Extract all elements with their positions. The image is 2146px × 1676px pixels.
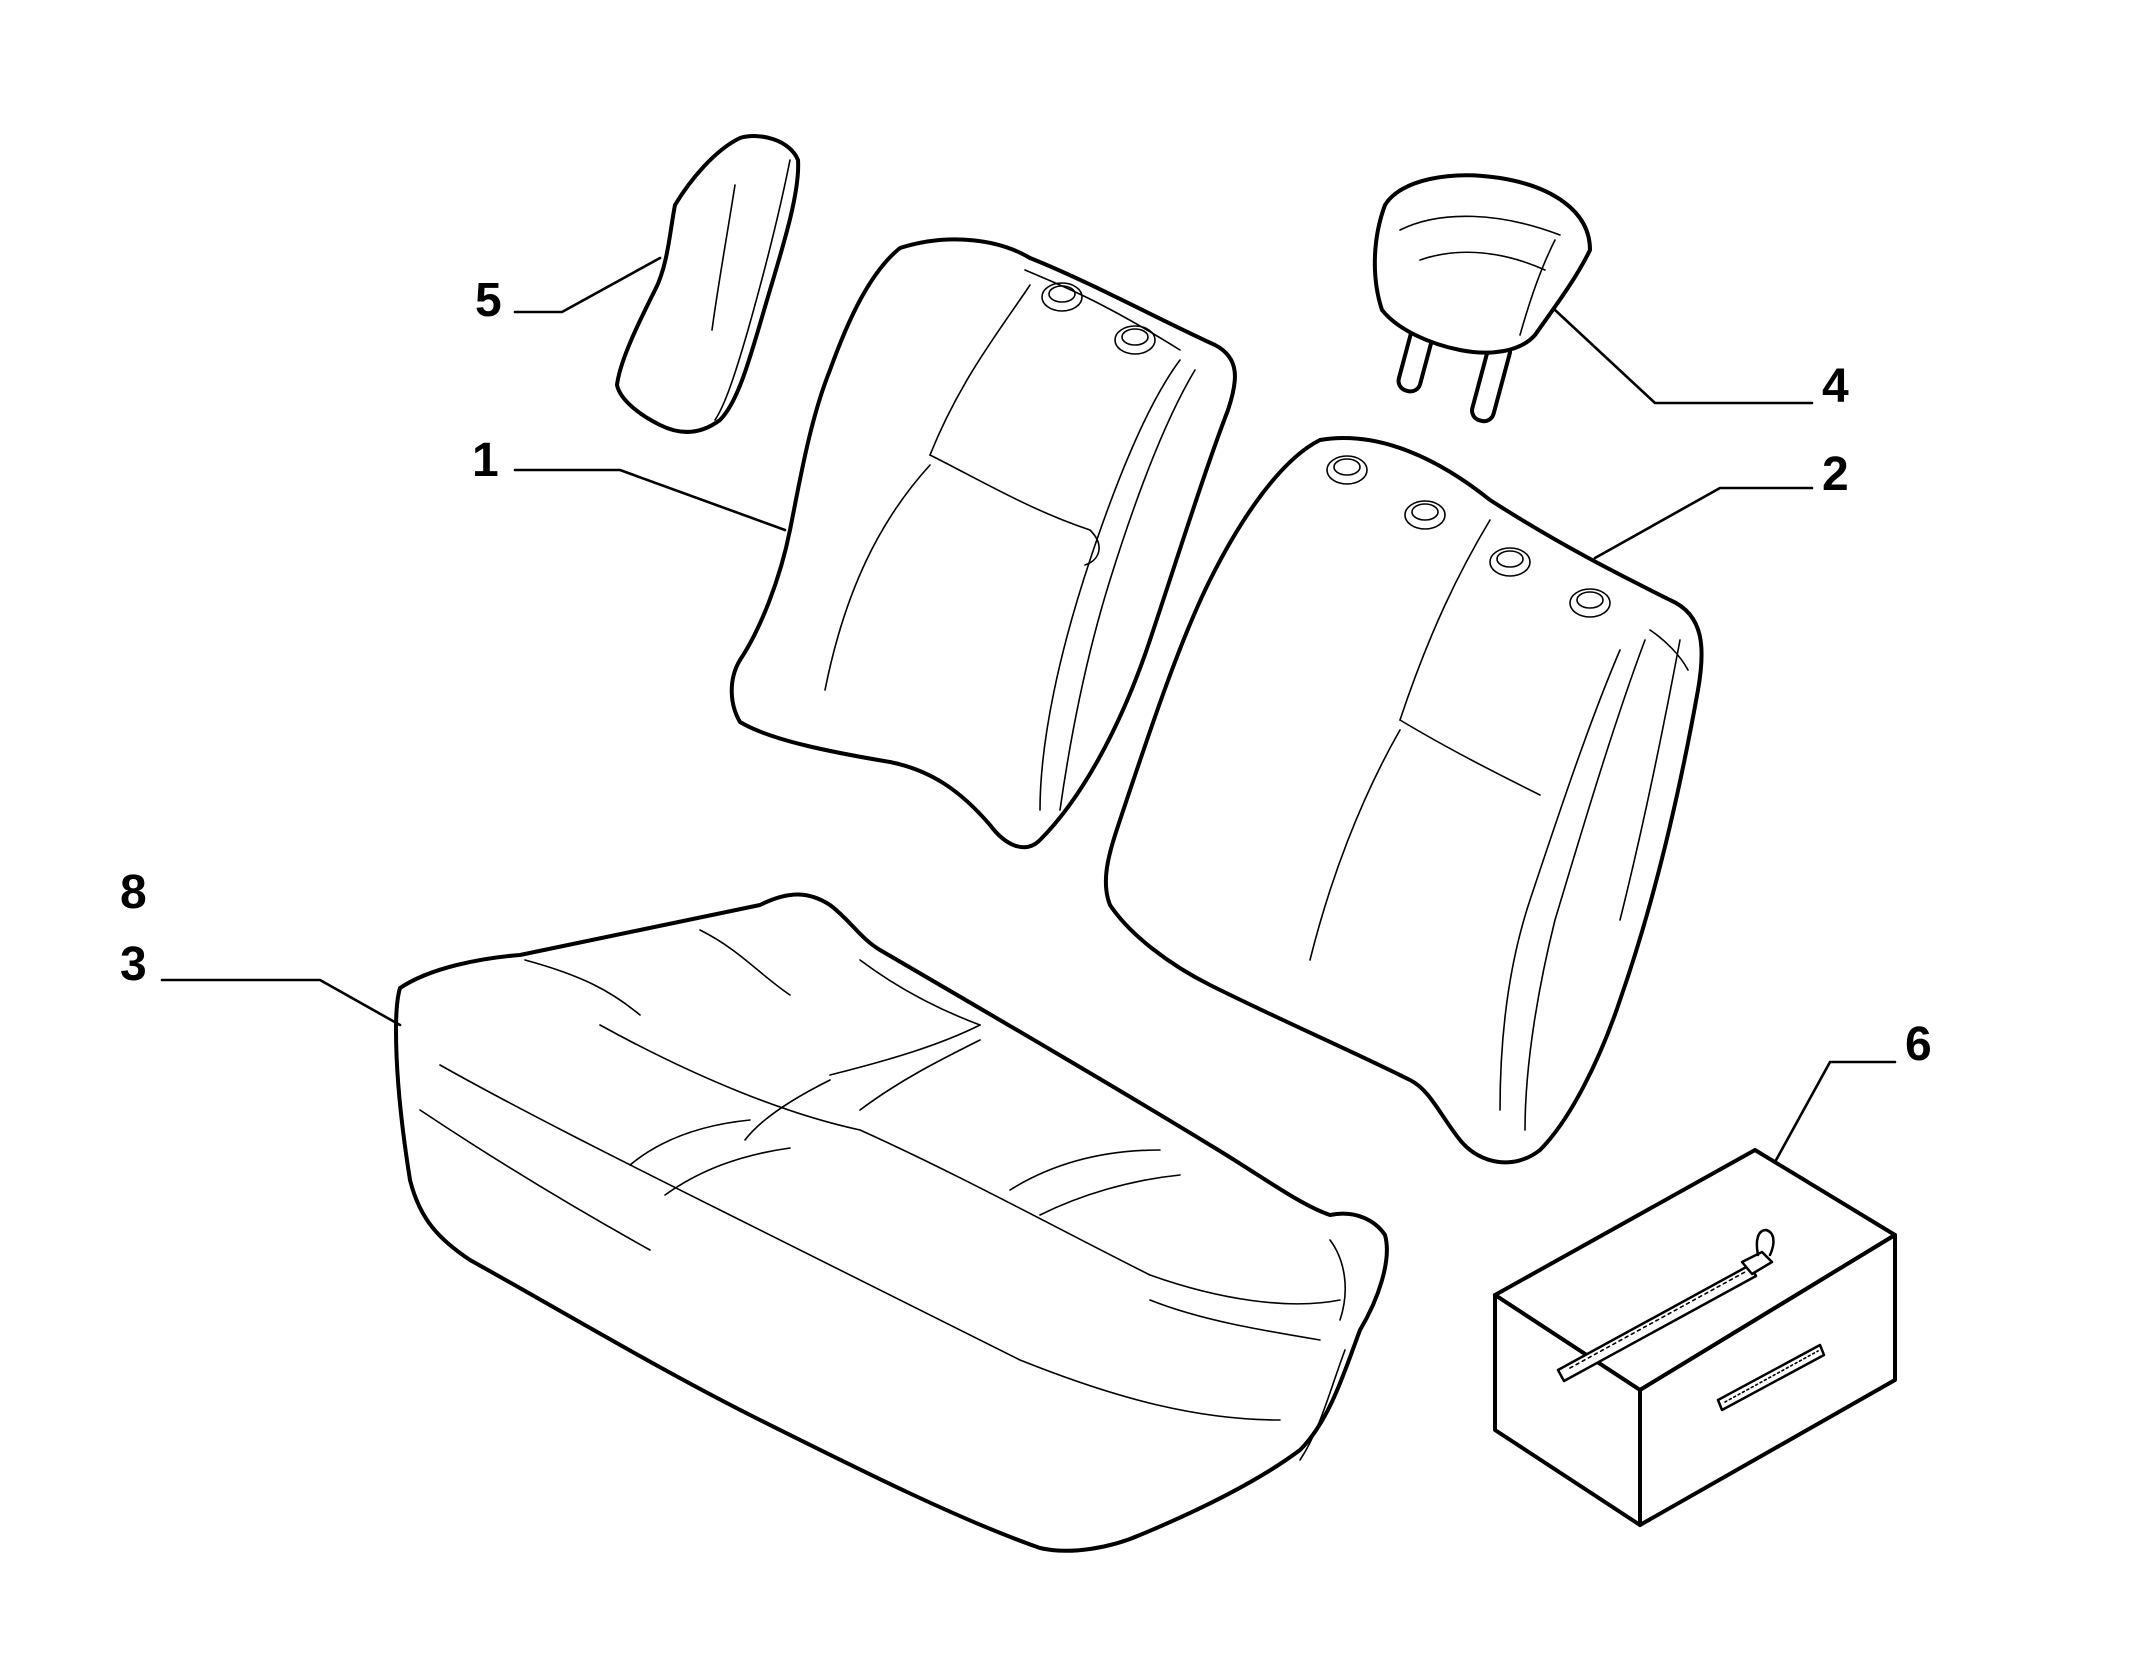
velcro-strip-icon [1716,1343,1826,1412]
part-2-right-backrest [1103,436,1704,1165]
leader-5 [513,256,662,314]
part-3-seat-cushion [394,892,1389,1553]
leader-2 [1593,486,1814,560]
callout-2: 2 [1822,448,1849,501]
leader-6 [1773,1060,1897,1164]
callout-4: 4 [1822,360,1849,413]
leader-1 [513,468,787,532]
callout-1: 1 [472,434,499,487]
part-1-left-backrest [729,237,1237,850]
leader-3 [160,978,402,1027]
leader-4 [1553,308,1814,405]
callout-6: 6 [1905,1018,1932,1071]
zipper-icon [1556,1228,1775,1383]
callout-8: 8 [120,866,147,919]
callout-3: 3 [120,938,147,991]
part-4-headrest [1372,173,1592,424]
part-6-kit-box [1493,1148,1897,1527]
callout-5: 5 [475,274,502,327]
part-5-side-pad [615,134,801,434]
